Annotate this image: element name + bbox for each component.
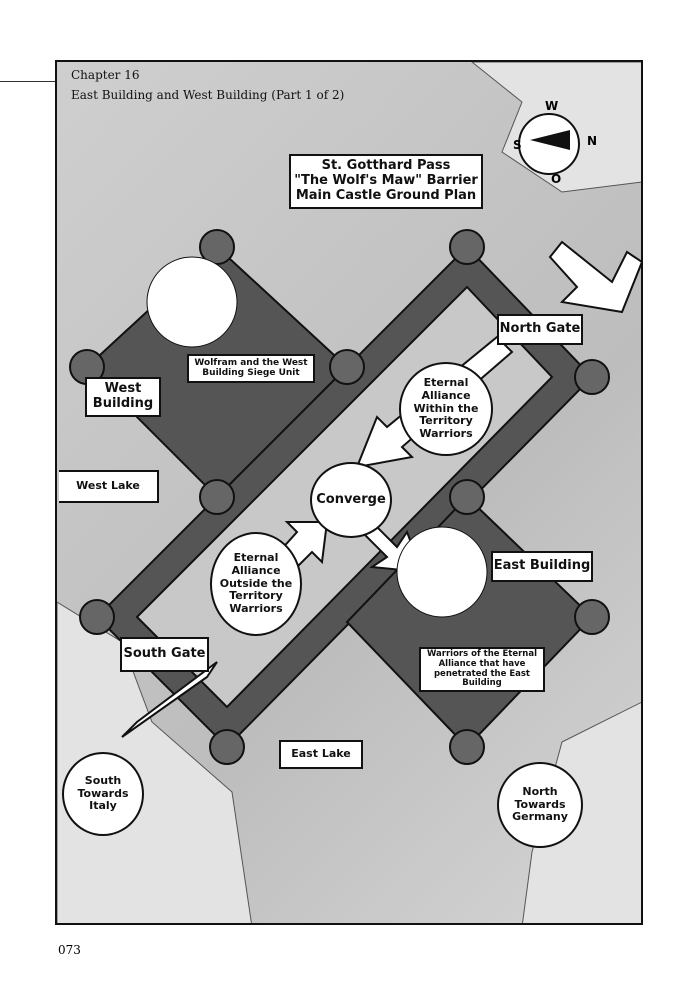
- plan-title-line: Main Castle Ground Plan: [295, 187, 477, 203]
- towers: [69, 229, 610, 765]
- compass-n: N: [587, 134, 598, 148]
- chapter-label: Chapter 16: [71, 68, 140, 82]
- warriors-illustration: [396, 526, 488, 618]
- plan-title: St. Gotthard Pass "The Wolf's Maw" Barri…: [289, 154, 483, 209]
- warriors-east-caption: Warriors of the Eternal Alliance that ha…: [419, 647, 545, 693]
- west-building-label: West Building: [85, 377, 161, 417]
- west-lake-label: West Lake: [59, 470, 159, 503]
- plan-title-line: "The Wolf's Maw" Barrier: [294, 172, 478, 188]
- bubble-converge: Converge: [310, 462, 392, 538]
- wolfram-illustration: [146, 256, 238, 348]
- compass-s: S: [513, 138, 522, 152]
- bubble-south: South Towards Italy: [62, 752, 144, 836]
- page-number: 073: [58, 943, 81, 957]
- map-panel: Chapter 16 East Building and West Buildi…: [55, 60, 643, 925]
- compass-w: W: [545, 99, 559, 113]
- compass-o: O: [551, 172, 562, 186]
- east-lake-label: East Lake: [279, 740, 363, 769]
- east-building-label: East Building: [491, 551, 593, 582]
- wolfram-caption: Wolfram and the West Building Siege Unit: [187, 354, 315, 383]
- south-gate-label: South Gate: [120, 637, 209, 672]
- bubble-inside-warriors: Eternal Alliance Within the Territory Wa…: [399, 362, 493, 456]
- plan-title-line: St. Gotthard Pass: [321, 158, 451, 173]
- chapter-title: East Building and West Building (Part 1 …: [71, 88, 345, 102]
- bubble-outside-warriors: Eternal Alliance Outside the Territory W…: [210, 532, 302, 636]
- north-gate-label: North Gate: [497, 314, 583, 345]
- bubble-north: North Towards Germany: [497, 762, 583, 848]
- compass-needle-icon: [530, 130, 570, 150]
